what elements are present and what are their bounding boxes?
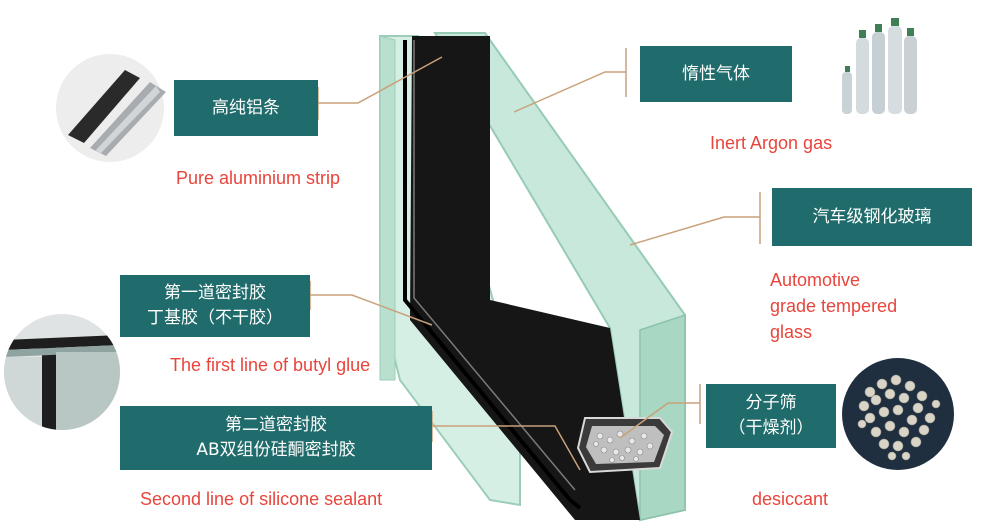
glass-edge-photo — [4, 314, 120, 430]
label-box-butyl: 第一道密封胶 丁基胶（不干胶） — [120, 275, 310, 337]
label-box-glass: 汽车级钢化玻璃 — [772, 188, 972, 246]
label-desiccant-cn-line-1: 分子筛 — [745, 393, 797, 413]
caption-glass-line-1: Automotive — [770, 270, 861, 290]
leader-desiccant — [619, 402, 700, 439]
leader-aluminium — [318, 56, 443, 104]
label-argon-cn: 惰性气体 — [682, 63, 750, 84]
caption-desiccant: desiccant — [752, 489, 829, 509]
argon-cylinders-photo — [842, 18, 917, 114]
leader-glass — [629, 216, 760, 246]
label-silicone-cn-line-2: AB双组份硅酮密封胶 — [196, 440, 356, 460]
label-butyl-cn-line-2: 丁基胶（不干胶） — [147, 308, 283, 328]
caption-butyl: The first line of butyl glue — [170, 355, 371, 375]
desiccant-granules — [593, 430, 654, 463]
butyl-sealant-line — [403, 40, 582, 510]
inner-glass-edge — [379, 35, 396, 381]
desiccant-beads-photo — [842, 358, 954, 470]
label-box-aluminium: 高纯铝条 — [174, 80, 318, 136]
leader-lines — [309, 48, 761, 471]
caption-glass-line-2: grade tempered — [770, 296, 898, 316]
air-cavity — [410, 36, 640, 520]
leader-butyl — [310, 294, 433, 326]
aluminium-strip-photo — [56, 54, 166, 162]
label-box-silicone: 第二道密封胶 AB双组份硅酮密封胶 — [120, 406, 432, 470]
leader-silicone — [432, 425, 581, 471]
label-glass-cn: 汽车级钢化玻璃 — [812, 206, 932, 227]
caption-aluminium: Pure aluminium strip — [176, 168, 341, 188]
label-desiccant-cn-line-2: （干燥剂） — [728, 418, 814, 438]
label-butyl-cn-line-1: 第一道密封胶 — [164, 283, 266, 303]
leader-argon — [513, 71, 626, 113]
label-box-argon: 惰性气体 — [640, 46, 792, 102]
caption-argon: Inert Argon gas — [710, 133, 833, 153]
label-silicone-cn-line-1: 第二道密封胶 — [225, 415, 327, 435]
caption-glass-line-3: glass — [770, 322, 813, 342]
caption-silicone: Second line of silicone sealant — [140, 489, 383, 509]
label-box-desiccant: 分子筛 （干燥剂） — [706, 384, 836, 448]
label-aluminium-cn: 高纯铝条 — [212, 97, 280, 118]
